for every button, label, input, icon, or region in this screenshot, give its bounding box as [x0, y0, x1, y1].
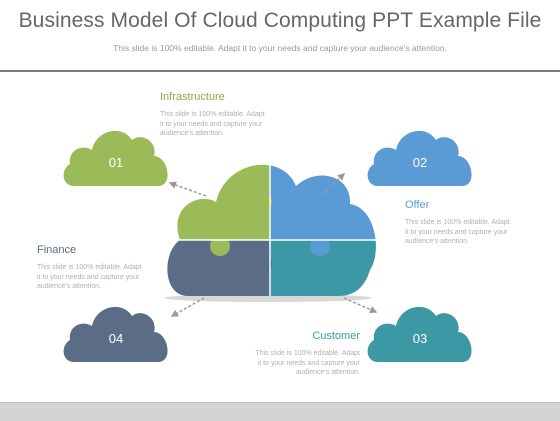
desc-line: audience's attention. — [405, 238, 469, 246]
offer-label: Offer — [405, 199, 430, 211]
desc-line: it to your needs and capture your — [160, 120, 263, 128]
desc-line: it to your needs and capture your — [257, 359, 360, 367]
central-puzzle-cloud — [167, 164, 376, 296]
slide-subtitle: This slide is 100% editable. Adapt it to… — [113, 43, 447, 53]
desc-line: This slide is 100% editable. Adapt — [405, 219, 510, 226]
desc-line: it to your needs and capture your — [405, 228, 508, 236]
puzzle-tab — [252, 254, 272, 274]
puzzle-piece-green — [167, 164, 270, 240]
cloud-04-number: 04 — [109, 331, 123, 346]
cloud-02-number: 02 — [413, 155, 427, 170]
arrow-to-01 — [168, 181, 207, 197]
header-divider — [0, 70, 560, 72]
customer-label: Customer — [312, 330, 360, 342]
infrastructure-label: Infrastructure — [160, 91, 225, 103]
cloud-04: 04 — [63, 306, 168, 362]
desc-line: it to your needs and capture your — [37, 273, 140, 281]
footer-bar — [0, 402, 560, 421]
arrow-to-04 — [170, 297, 205, 317]
cloud-03: 03 — [367, 306, 472, 362]
desc-line: audience's attention. — [296, 369, 360, 377]
arrow-to-03 — [343, 297, 378, 314]
desc-line: This slide is 100% editable. Adapt — [255, 350, 360, 357]
cloud-01-number: 01 — [109, 155, 123, 170]
slide-title: Business Model Of Cloud Computing PPT Ex… — [18, 9, 542, 32]
puzzle-tab — [210, 236, 230, 256]
desc-line: This slide is 100% editable. Adapt — [160, 111, 265, 118]
finance-description: This slide is 100% editable. Adapt it to… — [37, 263, 162, 292]
cloud-01: 01 — [63, 130, 168, 186]
puzzle-tab — [310, 236, 330, 256]
cloud-02: 02 — [367, 130, 472, 186]
desc-line: This slide is 100% editable. Adapt — [37, 264, 142, 271]
cloud-03-number: 03 — [413, 331, 427, 346]
desc-line: audience's attention. — [160, 130, 224, 138]
infrastructure-description: This slide is 100% editable. Adapt it to… — [160, 110, 282, 139]
desc-line: audience's attention. — [37, 283, 101, 291]
puzzle-piece-blue — [270, 164, 376, 240]
offer-description: This slide is 100% editable. Adapt it to… — [405, 218, 530, 247]
customer-description: This slide is 100% editable. Adapt it to… — [232, 349, 360, 378]
finance-label: Finance — [37, 244, 77, 256]
puzzle-tab — [252, 192, 272, 212]
